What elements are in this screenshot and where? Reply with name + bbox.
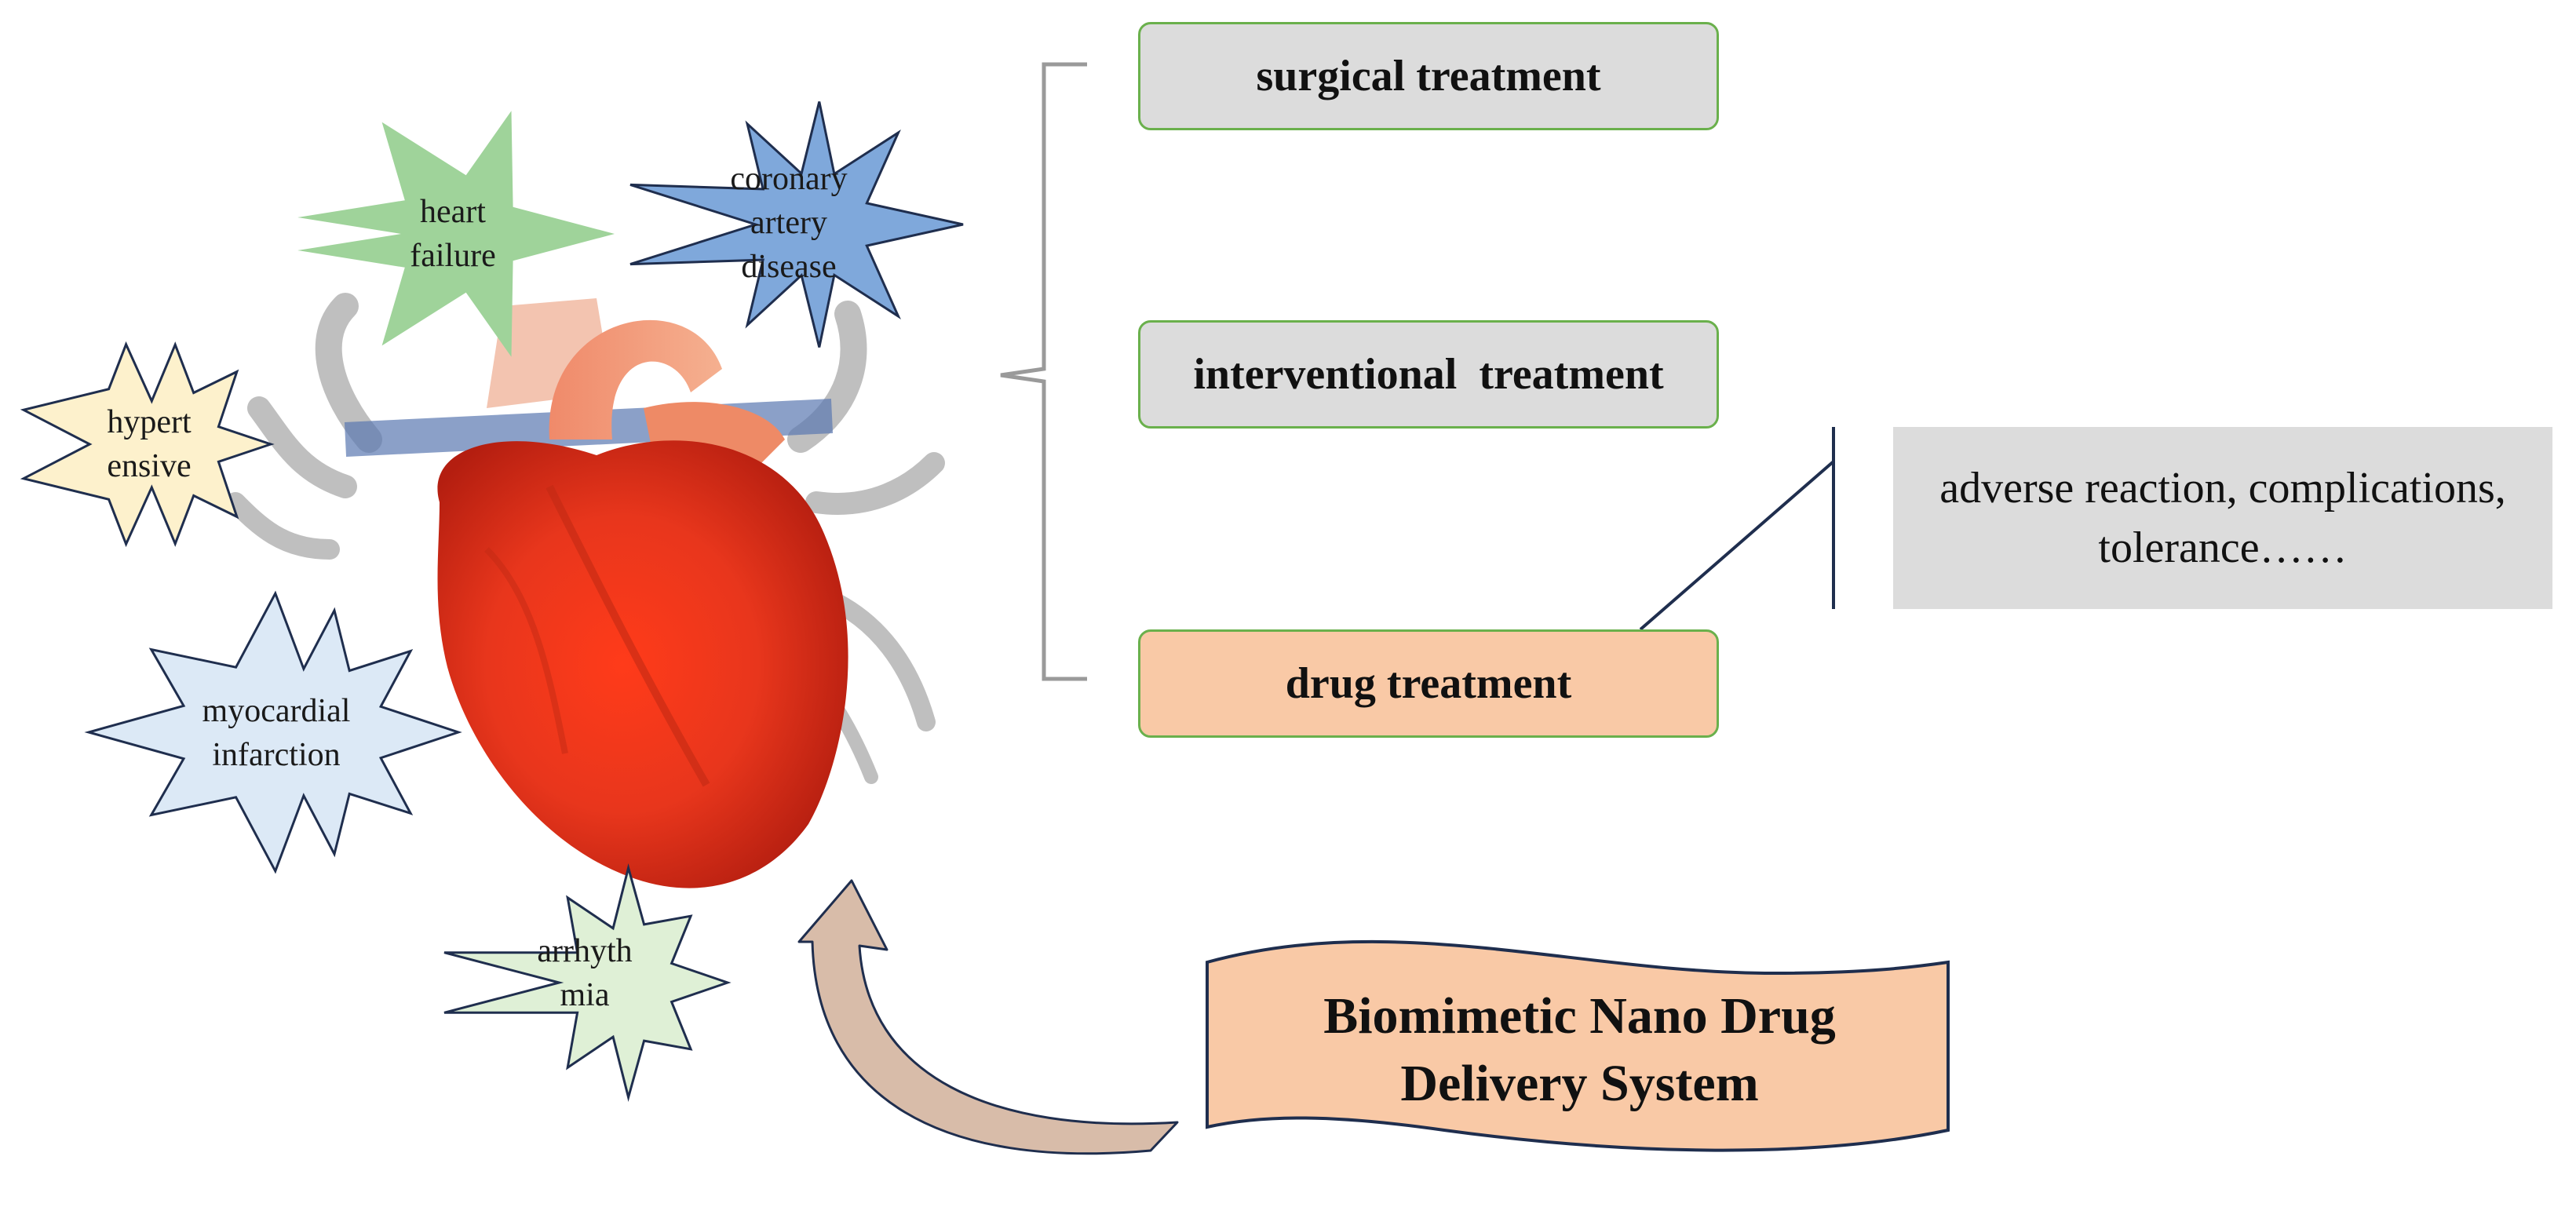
delivery-system-banner bbox=[1206, 939, 1950, 1152]
surgical-treatment-box: surgical treatment bbox=[1138, 22, 1719, 130]
coronary-artery-disease-label: coronary artery disease bbox=[730, 157, 847, 289]
arrhythmia-label: arrhyth mia bbox=[537, 929, 632, 1017]
coronary-line-1: coronary bbox=[730, 161, 848, 197]
drug-issues-line-1: adverse reaction, complications, bbox=[1939, 464, 2506, 512]
curved-arrow bbox=[797, 879, 1179, 1155]
coronary-line-2: artery bbox=[750, 205, 827, 241]
heart-illustration bbox=[225, 293, 945, 888]
drug-connector-line bbox=[1639, 460, 1835, 631]
interventional-treatment-label: interventional treatment bbox=[1193, 350, 1664, 399]
delivery-system-line-2: Delivery System bbox=[1400, 1054, 1759, 1112]
myocardial-line-2: infarction bbox=[212, 737, 341, 773]
heart-failure-star bbox=[297, 111, 615, 357]
drug-issues-line-2: tolerance…… bbox=[2098, 523, 2348, 572]
hypertensive-label: hypert ensive bbox=[107, 400, 191, 488]
drug-treatment-label: drug treatment bbox=[1285, 659, 1572, 708]
coronary-artery-disease-star bbox=[629, 101, 964, 348]
myocardial-infarction-star bbox=[84, 590, 462, 874]
hypertensive-line-2: ensive bbox=[107, 448, 192, 484]
treatment-bracket bbox=[1000, 62, 1087, 681]
heart-failure-label: heart failure bbox=[410, 190, 496, 278]
arrhythmia-line-2: mia bbox=[560, 977, 610, 1013]
interventional-treatment-box: interventional treatment bbox=[1138, 320, 1719, 429]
arrhythmia-star bbox=[443, 863, 732, 1102]
heart-failure-line-2: failure bbox=[410, 238, 496, 274]
drug-issues-box: adverse reaction, complications, toleran… bbox=[1893, 427, 2552, 609]
hypertensive-star bbox=[20, 341, 275, 548]
delivery-system-label: Biomimetic Nano Drug Delivery System bbox=[1213, 961, 1947, 1138]
drug-treatment-box: drug treatment bbox=[1138, 629, 1719, 738]
coronary-line-3: disease bbox=[741, 249, 837, 285]
arrhythmia-line-1: arrhyth bbox=[537, 933, 633, 969]
surgical-treatment-label: surgical treatment bbox=[1256, 52, 1601, 100]
heart-failure-line-1: heart bbox=[420, 194, 486, 230]
myocardial-infarction-label: myocardial infarction bbox=[203, 689, 351, 777]
delivery-system-line-1: Biomimetic Nano Drug bbox=[1323, 987, 1836, 1045]
hypertensive-line-1: hypert bbox=[107, 404, 192, 440]
myocardial-line-1: myocardial bbox=[202, 693, 351, 729]
